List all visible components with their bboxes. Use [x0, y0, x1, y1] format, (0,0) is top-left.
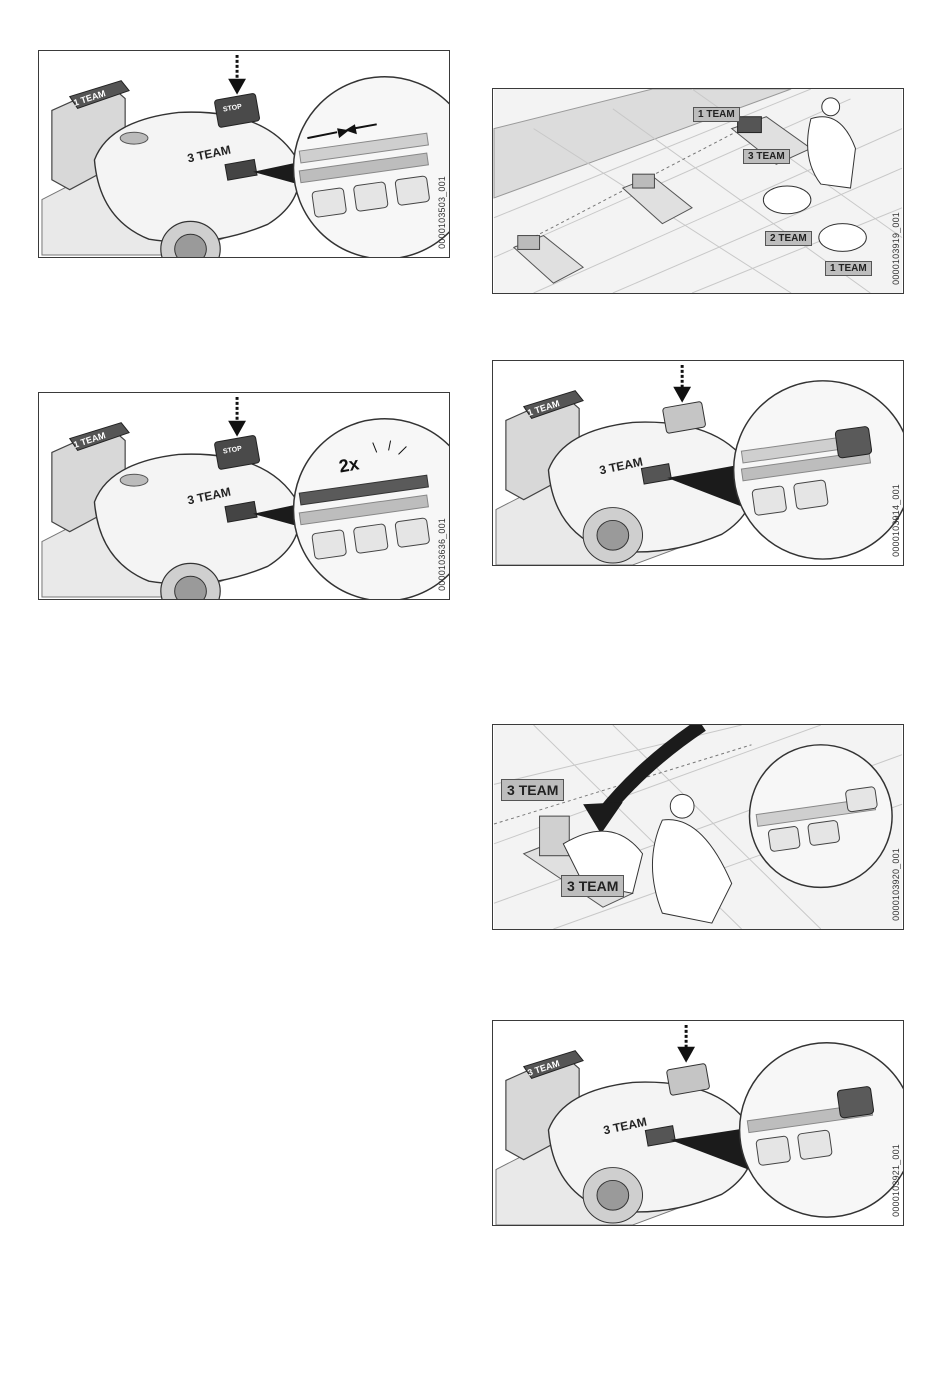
badge-label: TEAM	[838, 263, 866, 274]
figure-stop-blink: 2x 3 TEAM 1 TEAM STOP 0000103636_001	[38, 392, 450, 600]
mower-illustration	[493, 1021, 903, 1225]
figure-place-in-dock: 3 TEAM 3 TEAM 0000103920_001	[492, 724, 904, 930]
badge-number: 3	[567, 878, 575, 894]
badge-label: TEAM	[756, 151, 784, 162]
blink-count: 2x	[337, 453, 360, 477]
badge-label: TEAM	[519, 782, 559, 798]
badge-number: 1	[698, 109, 704, 120]
figure-press-home-docked: 3 TEAM 3 TEAM 0000103921_001	[492, 1020, 904, 1226]
mower-illustration	[493, 361, 903, 565]
figure-id: 0000103914_001	[891, 484, 901, 557]
badge-number: 1	[830, 263, 836, 274]
badge-label: TEAM	[706, 109, 734, 120]
mower-illustration	[39, 51, 449, 257]
figure-id: 0000103503_001	[437, 176, 447, 249]
figure-press-stop: 3 TEAM 1 TEAM STOP 0000103503_001	[38, 50, 450, 258]
badge-number: 3	[748, 151, 754, 162]
garden-illustration	[493, 725, 903, 929]
figure-multiple-docks: 1 TEAM 3 TEAM 2 TEAM 1 TEAM 0000103919_0…	[492, 88, 904, 294]
badge-number: 2	[770, 233, 776, 244]
figure-id: 0000103920_001	[891, 848, 901, 921]
figure-press-home: 3 TEAM 1 TEAM 0000103914_001	[492, 360, 904, 566]
badge-label: TEAM	[579, 878, 619, 894]
figure-id: 0000103636_001	[437, 518, 447, 591]
figure-id: 0000103919_001	[891, 212, 901, 285]
badge-number: 3	[507, 782, 515, 798]
mower-illustration	[39, 393, 449, 599]
figure-id: 0000103921_001	[891, 1144, 901, 1217]
badge-label: TEAM	[778, 233, 806, 244]
